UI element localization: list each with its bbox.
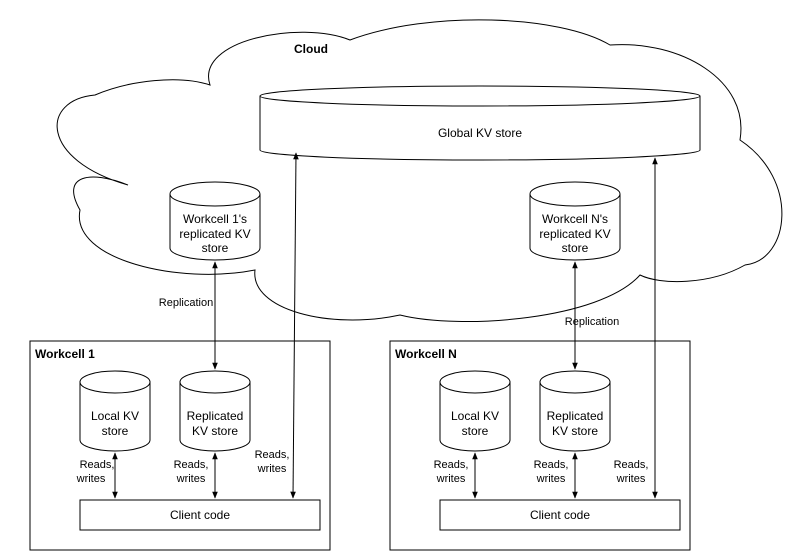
wc1-local-line2: store bbox=[102, 424, 129, 438]
wcn-rw-global-1: Reads, bbox=[614, 459, 649, 471]
wcn-rw-repl-2: writes bbox=[536, 473, 566, 485]
wcn-cloud-replica: Workcell N's replicated KV store bbox=[529, 181, 621, 261]
wcn-replica-line3: store bbox=[562, 241, 589, 255]
wcn-client-code: Client code bbox=[439, 499, 681, 531]
wc1-local-line1: Local KV bbox=[91, 409, 139, 423]
wc1-replicated-kv-store: Replicated KV store bbox=[179, 370, 251, 452]
wc1-rw-global-1: Reads, bbox=[255, 449, 290, 461]
wc1-cloud-replica: Workcell 1's replicated KV store bbox=[169, 181, 261, 261]
workcell-n-title: Workcell N bbox=[395, 347, 457, 361]
wc1-client-label: Client code bbox=[170, 508, 230, 522]
cloud-title: Cloud bbox=[294, 42, 328, 56]
wcn-replicated-line2: KV store bbox=[552, 424, 598, 438]
wc1-replica-line2: replicated KV bbox=[179, 227, 250, 241]
wc1-rw-local-2: writes bbox=[76, 473, 106, 485]
wcn-rw-repl-1: Reads, bbox=[534, 459, 569, 471]
wc1-replica-line1: Workcell 1's bbox=[183, 212, 247, 226]
arrow-wc1-global bbox=[290, 152, 299, 499]
wc1-replicated-line1: Replicated bbox=[187, 409, 244, 423]
wcn-rw-global-2: writes bbox=[616, 473, 646, 485]
workcell-1-title: Workcell 1 bbox=[35, 347, 95, 361]
cloud-shape bbox=[56, 19, 783, 322]
cloud: Cloud Global KV store Workcell 1's repli… bbox=[56, 19, 783, 322]
workcell-n: Workcell N Local KV store Replicated KV … bbox=[389, 340, 691, 551]
replication-label-left: Replication bbox=[159, 297, 213, 309]
wc1-local-kv-store: Local KV store bbox=[79, 370, 151, 452]
wcn-local-line1: Local KV bbox=[451, 409, 499, 423]
wc1-rw-local-1: Reads, bbox=[80, 459, 115, 471]
wc1-replicated-line2: KV store bbox=[192, 424, 238, 438]
workcell-1: Workcell 1 Local KV store Replicated KV … bbox=[29, 340, 331, 551]
wc1-rw-global-2: writes bbox=[257, 463, 287, 475]
wcn-replicated-kv-store: Replicated KV store bbox=[539, 370, 611, 452]
wcn-replica-line1: Workcell N's bbox=[542, 212, 608, 226]
wcn-rw-local-2: writes bbox=[436, 473, 466, 485]
global-kv-store: Global KV store bbox=[259, 85, 701, 161]
connectors bbox=[112, 152, 658, 499]
wc1-rw-repl-2: writes bbox=[176, 473, 206, 485]
replication-label-right: Replication bbox=[565, 316, 619, 328]
wc1-rw-repl-1: Reads, bbox=[174, 459, 209, 471]
wcn-replica-line2: replicated KV bbox=[539, 227, 610, 241]
wc1-replica-line3: store bbox=[202, 241, 229, 255]
wcn-local-kv-store: Local KV store bbox=[439, 370, 511, 452]
wcn-client-label: Client code bbox=[530, 508, 590, 522]
global-kv-store-label: Global KV store bbox=[438, 126, 522, 140]
wcn-local-line2: store bbox=[462, 424, 489, 438]
wcn-rw-local-1: Reads, bbox=[434, 459, 469, 471]
wcn-replicated-line1: Replicated bbox=[547, 409, 604, 423]
wc1-client-code: Client code bbox=[79, 499, 321, 531]
